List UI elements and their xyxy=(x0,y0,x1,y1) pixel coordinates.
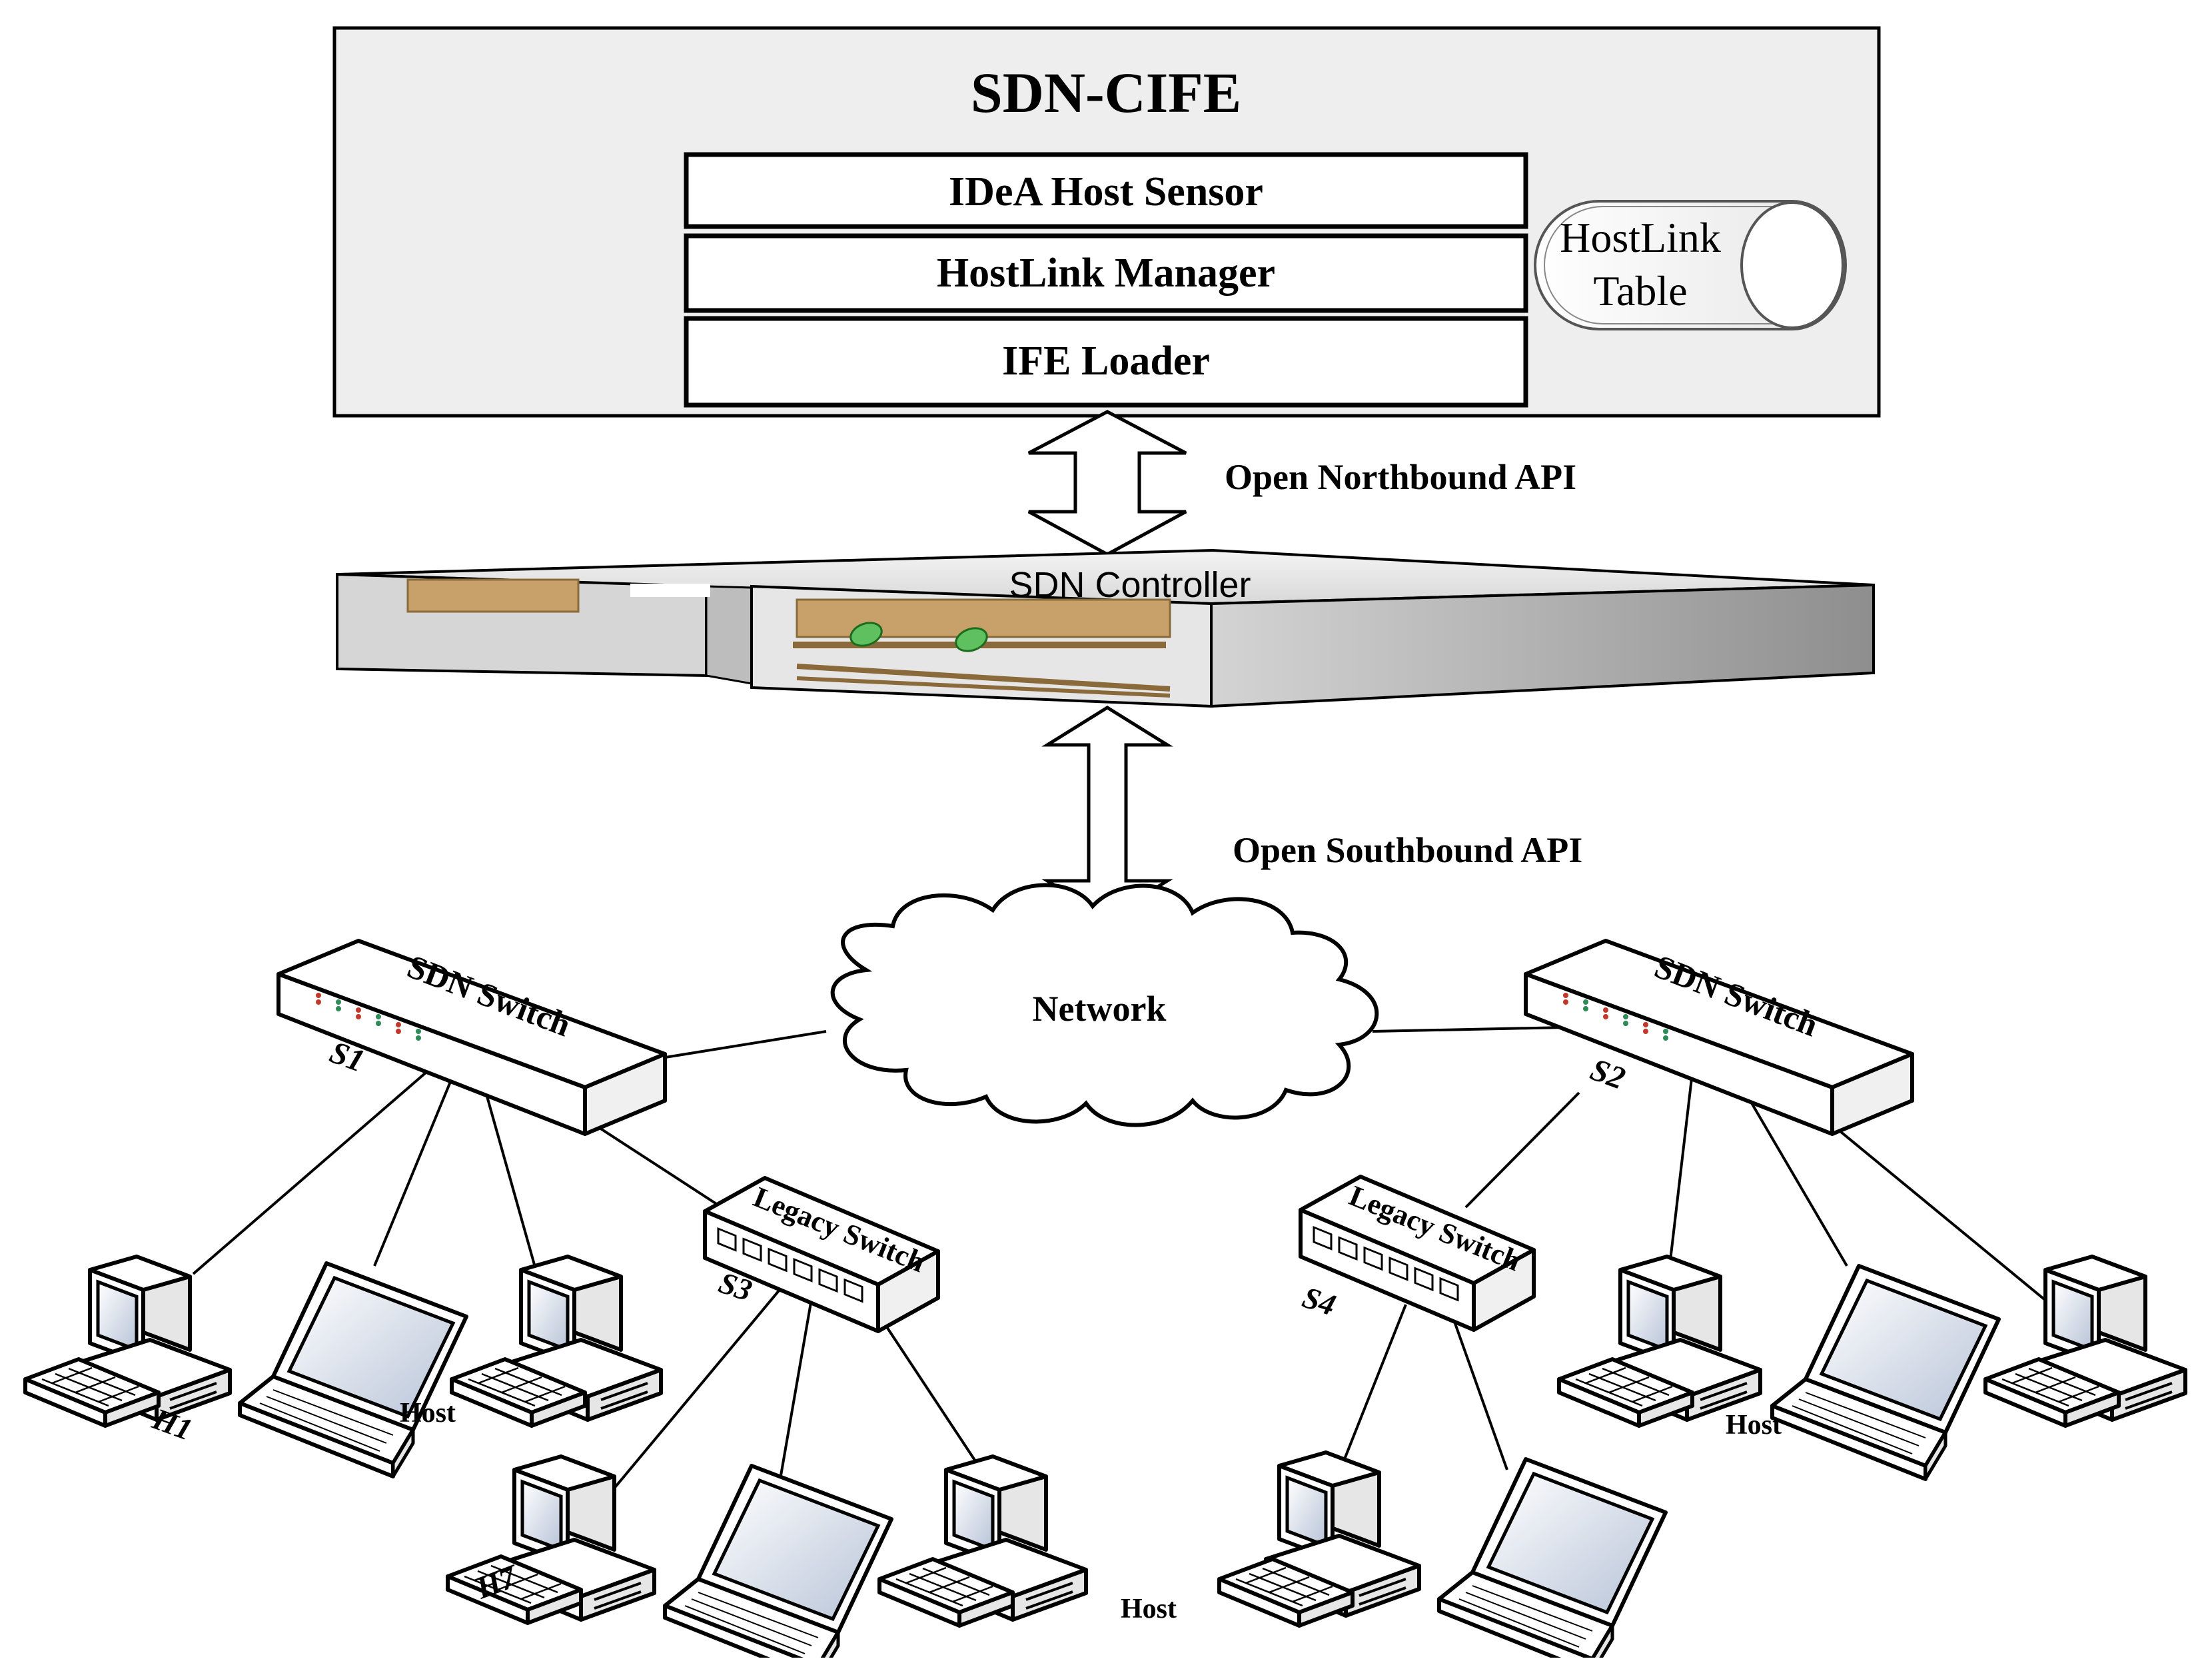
sdn-controller-label: SDN Controller xyxy=(1009,565,1251,605)
network-links xyxy=(192,1026,2060,1491)
host-laptop-1 xyxy=(240,1263,466,1476)
module-ife-loader: IFE Loader xyxy=(684,316,1528,408)
legacy-switch-s4: Legacy Switch xyxy=(1301,1177,1534,1330)
sdn-cife-title: SDN-CIFE xyxy=(971,61,1241,125)
sdn-cife-block: SDN-CIFE IDeA Host Sensor HostLink Manag… xyxy=(332,26,1881,418)
switch-s2-id: S2 xyxy=(1586,1052,1630,1097)
hostlink-table-line1: HostLink xyxy=(1560,214,1721,261)
host-laptop-2 xyxy=(665,1466,891,1658)
hostlink-table-cylinder: HostLink Table xyxy=(1534,200,1847,330)
northbound-api-label: Open Northbound API xyxy=(1225,457,1576,497)
sdn-controller: SDN Controller xyxy=(336,548,1875,708)
southbound-api-label: Open Southbound API xyxy=(1233,830,1582,870)
module-idea-host-sensor-label: IDeA Host Sensor xyxy=(949,169,1263,215)
host-laptop-3 xyxy=(1439,1459,1666,1658)
module-ife-loader-label: IFE Loader xyxy=(1002,338,1210,384)
host-label-1: Host xyxy=(400,1398,456,1428)
switch-s4-id: S4 xyxy=(1299,1280,1340,1323)
network-label: Network xyxy=(1033,989,1167,1029)
host-label-2: Host xyxy=(1121,1594,1177,1624)
sdn-switch-s2: SDN Switch xyxy=(1526,941,1912,1134)
legacy-switch-s3: Legacy Switch xyxy=(705,1178,938,1331)
hostlink-table-line2: Table xyxy=(1593,267,1687,314)
module-hostlink-manager: HostLink Manager xyxy=(684,233,1528,313)
module-hostlink-manager-label: HostLink Manager xyxy=(937,251,1275,296)
network-cloud: Network xyxy=(830,883,1379,1127)
module-idea-host-sensor: IDeA Host Sensor xyxy=(684,152,1528,229)
northbound-arrow xyxy=(1027,410,1187,556)
host-laptop-4 xyxy=(1772,1266,1999,1479)
